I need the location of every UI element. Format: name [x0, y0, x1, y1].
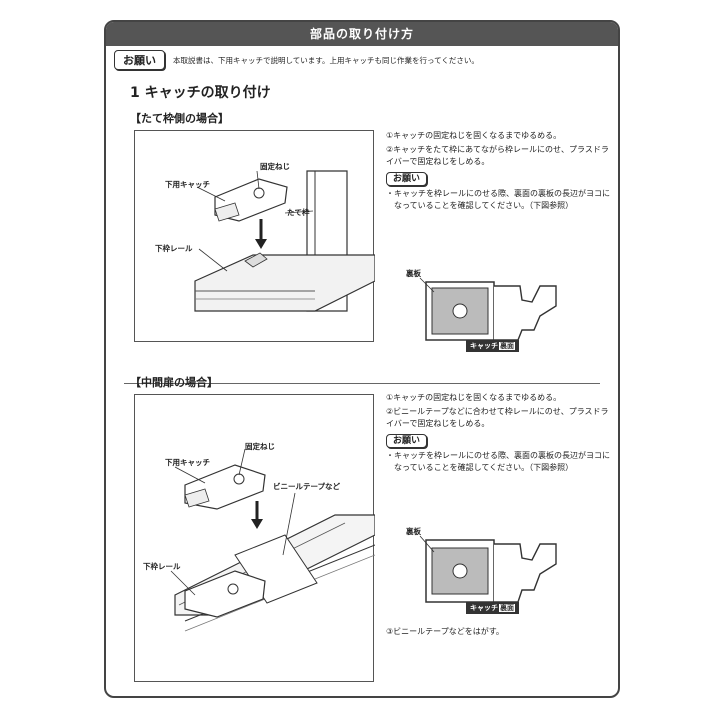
section1-step-2: ②キャッチをたて枠にあてながら枠レールにのせ、プラスドライバーで固定ねじをしめる…: [386, 144, 612, 168]
section2-instructions: ①キャッチの固定ねじを固くなるまでゆるめる。 ②ビニールテープなどに合わせて枠レ…: [386, 392, 612, 476]
instruction-panel: 部品の取り付け方 お願い 本取説書は、下用キャッチで説明しています。上用キャッチ…: [104, 20, 620, 698]
section1-vertical-frame-label: たて枠: [287, 207, 310, 218]
section2-illustration: 固定ねじ 下用キャッチ ビニールテープなど 下枠レール: [134, 394, 374, 682]
section2-step-2: ②ビニールテープなどに合わせて枠レールにのせ、プラスドライバーで固定ねじをしめる…: [386, 406, 612, 430]
section1-screw-label: 固定ねじ: [260, 161, 290, 172]
section1-instructions: ①キャッチの固定ねじを固くなるまでゆるめる。 ②キャッチをたて枠にあてながら枠レ…: [386, 130, 612, 214]
section1-note: ・キャッチを枠レールにのせる際、裏面の裏板の長辺がヨコになっていることを確認して…: [386, 188, 612, 212]
section1-illustration: 固定ねじ 下用キャッチ たて枠 下枠レール: [134, 130, 374, 342]
section1-drawing: [135, 131, 375, 343]
section2-detail-label: 裏板: [406, 526, 421, 537]
section2-note-badge: お願い: [386, 434, 427, 448]
notice-text: 本取説書は、下用キャッチで説明しています。上用キャッチも同じ作業を行ってください…: [173, 55, 479, 66]
section2-lower-catch-label: 下用キャッチ: [165, 457, 210, 468]
section2-lower-rail-label: 下枠レール: [143, 561, 181, 572]
section2-final: ③ビニールテープなどをはがす。: [386, 626, 612, 640]
section1-title: 【たて枠側の場合】: [130, 110, 229, 126]
section1-lower-rail-label: 下枠レール: [155, 243, 193, 254]
section1-detail-label: 裏板: [406, 268, 421, 279]
step-title: 1 キャッチの取り付け: [130, 82, 271, 102]
section2-tape-label: ビニールテープなど: [273, 481, 340, 492]
section1-note-badge: お願い: [386, 172, 427, 186]
section1-lower-catch-label: 下用キャッチ: [165, 179, 210, 190]
section2-final-step: ③ビニールテープなどをはがす。: [386, 626, 612, 638]
page-header: 部品の取り付け方: [106, 22, 618, 46]
section2-step-1: ①キャッチの固定ねじを固くなるまでゆるめる。: [386, 392, 612, 404]
notice-row: お願い 本取説書は、下用キャッチで説明しています。上用キャッチも同じ作業を行って…: [114, 50, 479, 70]
section2-title: 【中間扉の場合】: [130, 374, 218, 390]
section2-screw-label: 固定ねじ: [245, 441, 275, 452]
section1-detail-tag: キャッチ裏面: [466, 340, 519, 352]
section2-detail: 裏板 キャッチ裏面: [418, 530, 558, 614]
section1-detail: 裏板 キャッチ裏面: [418, 272, 558, 352]
section2-detail-tag: キャッチ裏面: [466, 602, 519, 614]
section1-step-1: ①キャッチの固定ねじを固くなるまでゆるめる。: [386, 130, 612, 142]
section2-drawing: [135, 395, 375, 683]
section2-note: ・キャッチを枠レールにのせる際、裏面の裏板の長辺がヨコになっていることを確認して…: [386, 450, 612, 474]
notice-badge: お願い: [114, 50, 165, 70]
